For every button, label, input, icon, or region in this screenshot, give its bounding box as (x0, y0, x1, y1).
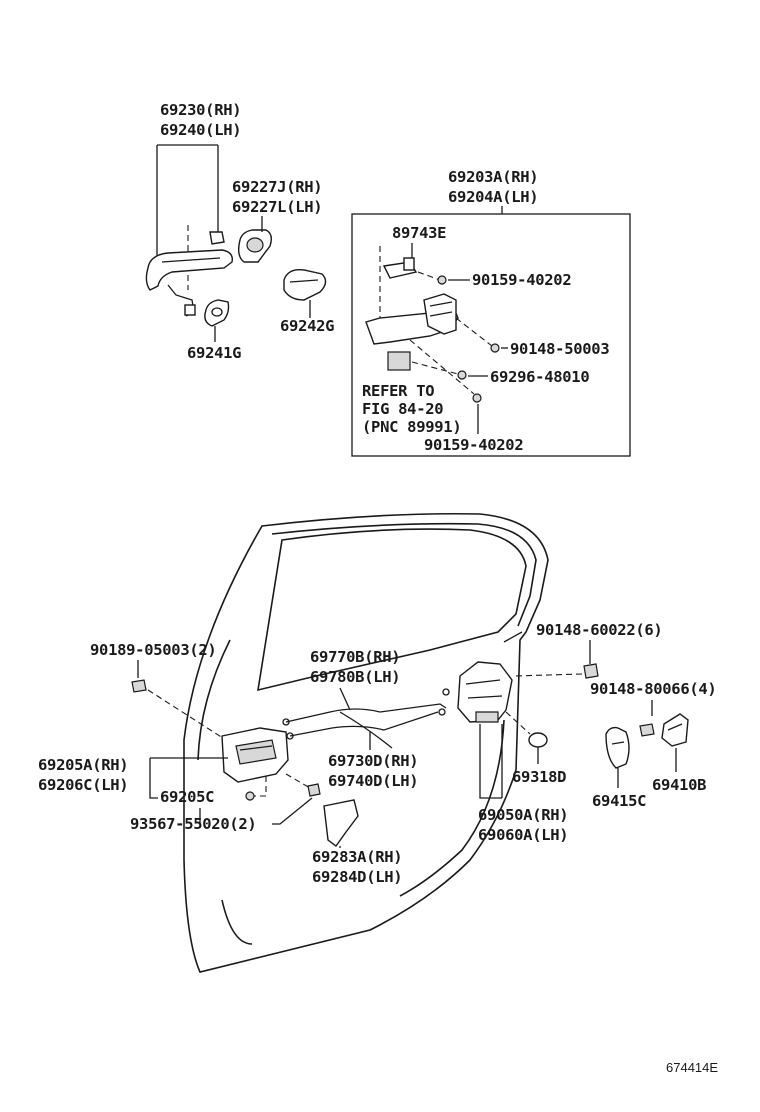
cable-lower (289, 711, 439, 737)
screw-90148-60022-dash (513, 673, 583, 677)
label-lock-rh: 69050A(RH) (478, 806, 568, 824)
p69318d (528, 732, 548, 748)
label-69296-48010: 69296-48010 (490, 368, 589, 386)
screw-dash-2 (455, 317, 493, 347)
door-group: 90189-05003(2) 69205A(RH) 69206C(LH) 692… (38, 512, 717, 973)
cable-end-3 (442, 688, 450, 696)
door-inner-line (197, 639, 253, 945)
p69318d-dash (505, 711, 531, 735)
cable-upper (285, 703, 447, 723)
door-lock-tab (475, 711, 499, 723)
screw-90159-b (472, 393, 482, 403)
screw-dash-1 (417, 271, 441, 281)
striker-69410b (661, 713, 689, 747)
label-handle-rh: 69230(RH) (160, 101, 241, 119)
door-lock (457, 661, 513, 723)
screw-93567-dash (285, 773, 311, 789)
label-69205c: 69205C (160, 788, 214, 806)
label-cable2-lh: 69740D(LH) (328, 772, 418, 790)
label-pad-rh: 69227J(RH) (232, 178, 322, 196)
screw-dash-3 (411, 361, 459, 375)
label-90148-60022: 90148-60022(6) (536, 621, 662, 639)
pad-69242g (283, 269, 327, 301)
handle-leader (156, 144, 219, 262)
label-frame-rh: 69203A(RH) (448, 168, 538, 186)
frame-box (351, 213, 631, 457)
screw-69296 (457, 370, 467, 380)
inner-handle-lever (235, 739, 277, 765)
pad-69242g-detail (289, 279, 319, 283)
label-bezel-rh: 69283A(RH) (312, 848, 402, 866)
label-bezel-lh: 69284D(LH) (312, 868, 402, 886)
clip-90189-dash (147, 689, 227, 741)
screw-90148-50003 (490, 343, 500, 353)
lock-cylinder (387, 351, 411, 371)
label-pad-lh: 69227L(LH) (232, 198, 322, 216)
cable-end-4 (438, 708, 446, 716)
door-outline (183, 512, 549, 973)
diagram-code: 674414E (666, 1060, 718, 1075)
cable-end-1 (282, 718, 290, 726)
handle-cap (209, 231, 225, 245)
label-90148-50003: 90148-50003 (510, 340, 609, 358)
screw-93567-leader (272, 797, 313, 825)
label-handle-lh: 69240(LH) (160, 121, 241, 139)
door-lock-detail (465, 679, 503, 699)
label-69410b: 69410B (652, 776, 706, 794)
frame-group: 69203A(RH) 69204A(LH) 89743E 90159-40202… (351, 168, 631, 457)
label-90159-a: 90159-40202 (472, 271, 571, 289)
screw-93567 (307, 783, 321, 797)
door-lock-leader (479, 724, 503, 799)
label-inner-lh: 69206C(LH) (38, 776, 128, 794)
door-lock-pointer (503, 631, 523, 643)
shim-69415c (605, 726, 630, 769)
bracket-block (403, 257, 415, 271)
screw-90159-a (437, 275, 447, 285)
label-lock-lh: 69060A(LH) (478, 826, 568, 844)
label-69241g: 69241G (187, 344, 241, 362)
label-90189: 90189-05003(2) (90, 641, 216, 659)
handle-clip (184, 304, 196, 316)
pad-69227-hole (246, 237, 264, 253)
outside-handle-group: 69230(RH) 69240(LH) 69227J(RH) 69227L(LH… (145, 101, 335, 362)
label-cable-rh: 69770B(RH) (310, 648, 400, 666)
label-cable2-rh: 69730D(RH) (328, 752, 418, 770)
label-frame-lh: 69204A(LH) (448, 188, 538, 206)
pad-69241g-hole (211, 307, 223, 317)
striker-detail (667, 723, 683, 731)
label-69415c: 69415C (592, 792, 646, 810)
cable-leader (339, 687, 351, 711)
screw-90148-80066 (639, 723, 655, 737)
door-inner-curve (399, 719, 505, 897)
door-outer-frame (271, 522, 537, 627)
inner-handle-leader (149, 757, 228, 799)
p69205c-dash (252, 776, 267, 797)
p69205c-screw (245, 791, 255, 801)
label-69318d: 69318D (512, 768, 566, 786)
shim-detail (611, 741, 625, 745)
label-89743e: 89743E (392, 224, 446, 242)
frame-mech-detail (429, 301, 453, 317)
cable-branch (339, 711, 393, 749)
label-69242g: 69242G (280, 317, 334, 335)
label-90148-80066: 90148-80066(4) (590, 680, 716, 698)
pad-69241g (204, 299, 230, 327)
outside-handle (145, 249, 233, 291)
label-90159-b: 90159-40202 (424, 436, 523, 454)
label-refer-3: (PNC 89991) (362, 418, 461, 436)
cable-end-2 (286, 732, 294, 740)
inner-handle-detail (239, 745, 273, 751)
handle-detail (161, 257, 221, 263)
clip-90189 (131, 679, 147, 693)
label-cable-lh: 69780B(LH) (310, 668, 400, 686)
label-93567: 93567-55020(2) (130, 815, 256, 833)
label-refer-2: FIG 84-20 (362, 400, 443, 418)
bezel-69283a (323, 799, 359, 847)
label-refer-1: REFER TO (362, 382, 434, 400)
screw-90148-60022 (583, 663, 599, 679)
label-inner-rh: 69205A(RH) (38, 756, 128, 774)
door-window (257, 528, 527, 692)
screw-dash-4 (409, 339, 475, 395)
